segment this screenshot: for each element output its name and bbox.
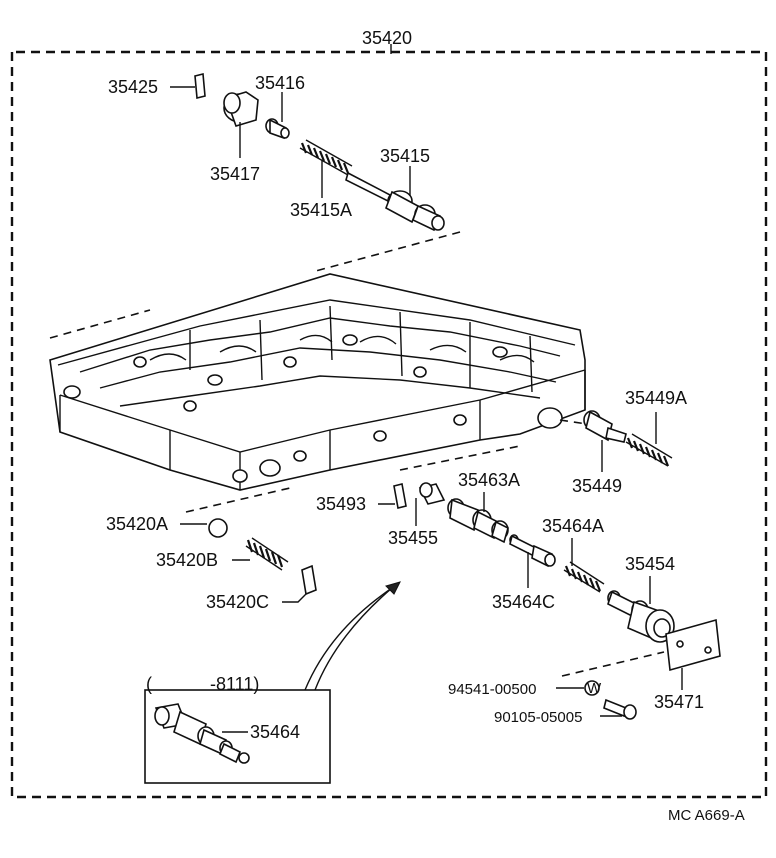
part-35417-sleeve bbox=[223, 91, 259, 127]
label-90105-05005: 90105-05005 bbox=[494, 709, 582, 726]
assembly-label: 35420 bbox=[362, 28, 412, 48]
inset-arrow bbox=[304, 581, 401, 691]
label-35417: 35417 bbox=[210, 164, 260, 184]
label-35420A: 35420A bbox=[106, 514, 168, 534]
part-35416-plug bbox=[265, 118, 290, 140]
label-35464: 35464 bbox=[250, 722, 300, 742]
label-35463A: 35463A bbox=[458, 470, 520, 490]
part-35464A-spring bbox=[563, 561, 605, 593]
part-35415A-spring bbox=[299, 139, 353, 176]
label-35471: 35471 bbox=[654, 692, 704, 712]
part-35420A-ball bbox=[208, 518, 228, 538]
part-35454-valve bbox=[607, 590, 675, 643]
footer-code: MC A669-A bbox=[668, 807, 745, 824]
inset-box bbox=[144, 689, 331, 784]
label-35415A: 35415A bbox=[290, 200, 352, 220]
label-94541-00500: 94541-00500 bbox=[448, 681, 536, 698]
part-35464C-plug bbox=[509, 534, 556, 568]
label-35449A: 35449A bbox=[625, 388, 687, 408]
part-94541-washer: W bbox=[584, 680, 602, 697]
part-35420B-spring bbox=[245, 537, 289, 571]
assembly-boundary bbox=[10, 44, 768, 799]
label-35425: 35425 bbox=[108, 77, 158, 97]
label-35420C: 35420C bbox=[206, 592, 269, 612]
part-35471-plate bbox=[665, 618, 721, 672]
part-35449-plug bbox=[583, 410, 627, 443]
part-35425-pin bbox=[194, 72, 206, 100]
label-35416: 35416 bbox=[255, 73, 305, 93]
label-35420B: 35420B bbox=[156, 550, 218, 570]
label-35449: 35449 bbox=[572, 476, 622, 496]
inset-range: -8111) bbox=[210, 674, 259, 694]
part-35420C-plate bbox=[301, 564, 317, 596]
label-35464C: 35464C bbox=[492, 592, 555, 612]
part-35455-plug bbox=[418, 482, 446, 505]
part-90105-bolt bbox=[603, 698, 637, 720]
part-35449A-spring bbox=[625, 433, 673, 467]
part-35415-valve bbox=[345, 171, 445, 232]
valve-body bbox=[49, 273, 586, 491]
label-35415: 35415 bbox=[380, 146, 430, 166]
part-35493-pin bbox=[393, 483, 407, 509]
svg-text:W: W bbox=[587, 680, 602, 697]
label-35493: 35493 bbox=[316, 494, 366, 514]
part-35463A-valve bbox=[447, 498, 509, 544]
label-35464A: 35464A bbox=[542, 516, 604, 536]
inset-paren: ( bbox=[146, 674, 152, 694]
label-35455: 35455 bbox=[388, 528, 438, 548]
label-35454: 35454 bbox=[625, 554, 675, 574]
